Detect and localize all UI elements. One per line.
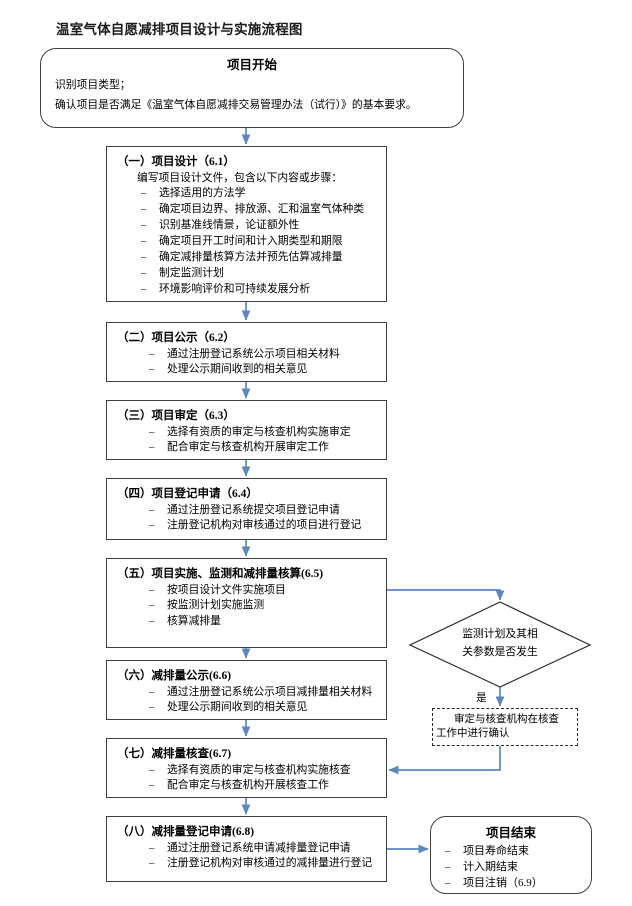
list-item: 通过注册登记系统公示项目相关材料 <box>147 347 378 363</box>
end-heading: 项目结束 <box>485 826 536 840</box>
list-item: 选择有资质的审定与核查机构实施审定 <box>147 425 378 441</box>
step-6-bullets: 通过注册登记系统公示项目减排量相关材料 处理公示期间收到的相关意见 <box>117 685 378 717</box>
start-line-2: 确认项目是否满足《温室气体自愿减排交易管理办法（试行）》的基本要求。 <box>55 99 417 111</box>
list-item: 计入期结束 <box>437 859 585 876</box>
step-5-heading: （五）项目实施、监测和减排量核算(6.5) <box>117 568 324 580</box>
node-step-7-reduction-verification: （七）减排量核查(6.7) 选择有资质的审定与核查机构实施核查 配合审定与核查机… <box>106 738 387 798</box>
list-item: 环境影响评价和可持续发展分析 <box>139 282 378 298</box>
edge-note-to-p7 <box>388 746 501 775</box>
decision-line-2: 关参数是否发生 <box>462 645 538 658</box>
page-title: 温室气体自愿减排项目设计与实施流程图 <box>56 22 303 37</box>
step-7-bullets: 选择有资质的审定与核查机构实施核查 配合审定与核查机构开展核查工作 <box>117 763 378 795</box>
step-7-heading: （七）减排量核查(6.7) <box>117 748 232 760</box>
step-1-lead: 编写项目设计文件，包含以下内容或步骤： <box>137 171 343 184</box>
step-8-bullets: 通过注册登记系统申请减排量登记申请 注册登记机构对审核通过的减排量进行登记 <box>117 841 378 873</box>
list-item: 项目寿命结束 <box>437 843 585 860</box>
step-5-bullets: 按项目设计文件实施项目 按监测计划实施监测 核算减排量 <box>117 583 378 631</box>
node-step-1-project-design: （一）项目设计（6.1） 编写项目设计文件，包含以下内容或步骤： 选择适用的方法… <box>106 146 387 302</box>
node-step-3-project-validation: （三）项目审定（6.3） 选择有资质的审定与核查机构实施审定 配合审定与核查机构… <box>106 400 387 460</box>
list-item: 确定项目边界、排放源、汇和温室气体种类 <box>139 202 378 218</box>
list-item: 按项目设计文件实施项目 <box>147 583 378 599</box>
step-2-heading: （二）项目公示（6.2） <box>117 332 235 344</box>
node-step-4-registration-application: （四）项目登记申请（6.4） 通过注册登记系统提交项目登记申请 注册登记机构对审… <box>106 478 387 540</box>
step-3-heading: （三）项目审定（6.3） <box>117 410 235 422</box>
list-item: 处理公示期间收到的相关意见 <box>147 362 378 378</box>
node-project-end: 项目结束 项目寿命结束 计入期结束 项目注销（6.9） <box>430 816 592 894</box>
end-bullets: 项目寿命结束 计入期结束 项目注销（6.9） <box>437 843 585 892</box>
step-1-heading: （一）项目设计（6.1） <box>117 156 235 168</box>
note-line-1: 审定与核查机构在核查 <box>454 714 559 725</box>
node-step-6-reduction-publicity: （六）减排量公示(6.6) 通过注册登记系统公示项目减排量相关材料 处理公示期间… <box>106 660 387 720</box>
list-item: 核算减排量 <box>147 614 378 630</box>
step-4-heading: （四）项目登记申请（6.4） <box>117 488 258 500</box>
note-line-2: 工作中进行确认 <box>436 728 510 740</box>
list-item: 通过注册登记系统申请减排量登记申请 <box>147 841 378 857</box>
list-item: 确定项目开工时间和计入期类型和期限 <box>139 234 378 250</box>
decision-node-label: 监测计划及其相 关参数是否发生 <box>410 626 590 662</box>
list-item: 配合审定与核查机构开展核查工作 <box>147 778 378 794</box>
start-heading: 项目开始 <box>226 58 277 72</box>
step-6-heading: （六）减排量公示(6.6) <box>117 670 232 682</box>
step-2-bullets: 通过注册登记系统公示项目相关材料 处理公示期间收到的相关意见 <box>117 347 378 379</box>
list-item: 处理公示期间收到的相关意见 <box>147 700 378 716</box>
decision-line-1: 监测计划及其相 <box>462 628 538 640</box>
list-item: 按监测计划实施监测 <box>147 598 378 614</box>
step-8-heading: （八）减排量登记申请(6.8) <box>117 826 255 838</box>
list-item: 识别基准线情景，论证额外性 <box>139 218 378 234</box>
list-item: 制定监测计划 <box>139 266 378 282</box>
step-1-bullets: 选择适用的方法学 确定项目边界、排放源、汇和温室气体种类 识别基准线情景，论证额… <box>117 186 378 298</box>
list-item: 确定减排量核算方法并预先估算减排量 <box>139 250 378 266</box>
list-item: 选择适用的方法学 <box>139 186 378 202</box>
list-item: 配合审定与核查机构开展审定工作 <box>147 440 378 456</box>
node-step-8-reduction-registration: （八）减排量登记申请(6.8) 通过注册登记系统申请减排量登记申请 注册登记机构… <box>106 816 387 882</box>
list-item: 选择有资质的审定与核查机构实施核查 <box>147 763 378 779</box>
step-4-bullets: 通过注册登记系统提交项目登记申请 注册登记机构对审核通过的项目进行登记 <box>117 503 378 535</box>
list-item: 注册登记机构对审核通过的减排量进行登记 <box>147 856 378 872</box>
node-project-start: 项目开始 识别项目类型； 确认项目是否满足《温室气体自愿减排交易管理办法（试行）… <box>40 48 464 128</box>
list-item: 注册登记机构对审核通过的项目进行登记 <box>147 518 378 534</box>
node-step-2-project-publicity: （二）项目公示（6.2） 通过注册登记系统公示项目相关材料 处理公示期间收到的相… <box>106 322 387 382</box>
list-item: 通过注册登记系统提交项目登记申请 <box>147 503 378 519</box>
edge-p5-to-decision <box>387 589 505 601</box>
start-line-1: 识别项目类型； <box>55 78 131 91</box>
edge-label-yes: 是 <box>476 693 487 704</box>
step-3-bullets: 选择有资质的审定与核查机构实施审定 配合审定与核查机构开展审定工作 <box>117 425 378 457</box>
list-item: 项目注销（6.9） <box>437 875 585 892</box>
node-step-5-implementation-monitoring: （五）项目实施、监测和减排量核算(6.5) 按项目设计文件实施项目 按监测计划实… <box>106 558 387 648</box>
node-verification-confirmation-note: 审定与核查机构在核查 工作中进行确认 <box>432 708 578 746</box>
list-item: 通过注册登记系统公示项目减排量相关材料 <box>147 685 378 701</box>
